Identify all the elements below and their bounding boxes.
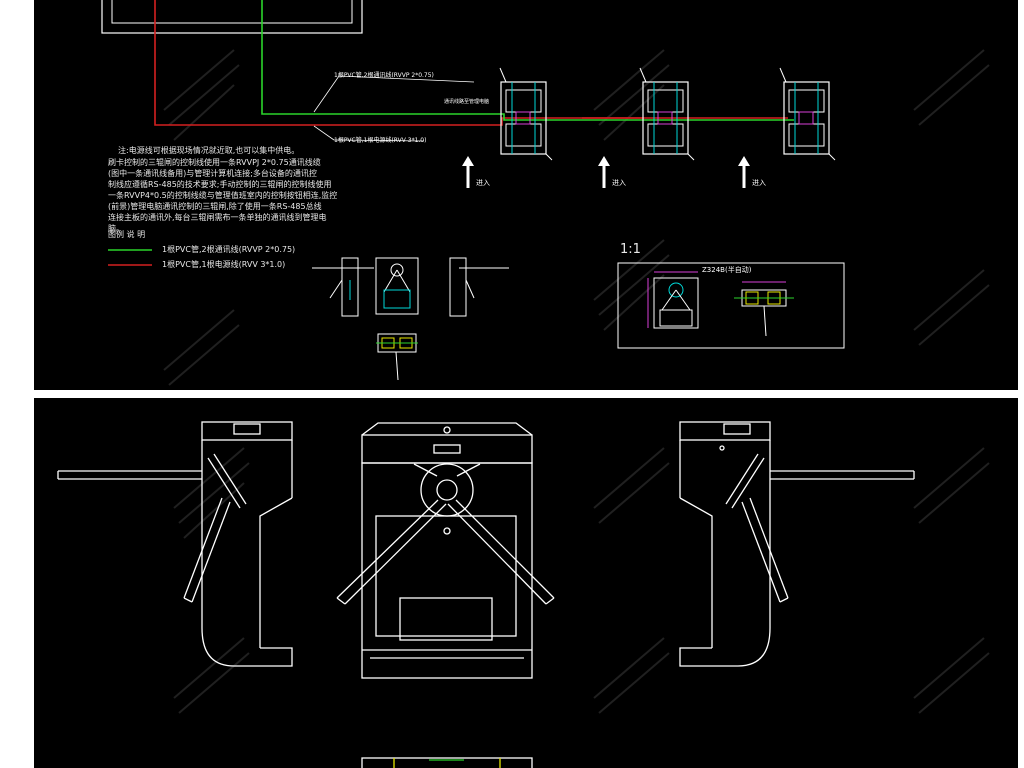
elevation-drawing <box>57 421 990 768</box>
wiring-layout-panel: 注:电源线可根据现场情况就近取,也可以集中供电。 刷卡控制的三辊闸的控制线使用一… <box>34 0 1018 390</box>
entry-label-3: 进入 <box>752 179 766 187</box>
entry-arrow-1 <box>462 156 474 188</box>
legend-title: 图例 说 明 <box>108 230 146 239</box>
watermark <box>173 447 990 714</box>
detail-title: Z324B(半自动) <box>702 266 752 274</box>
small-plan-view <box>376 333 418 381</box>
turnstile-plan-3 <box>779 67 836 161</box>
bottom-plan-partial <box>361 757 533 768</box>
power-line <box>154 0 644 126</box>
entry-label-1: 进入 <box>476 179 490 187</box>
small-side-view-right <box>449 257 509 317</box>
cable-label-upper: 1根PVC管,2根通讯线(RVVP 2*0.75) <box>334 72 434 79</box>
comm-line <box>261 0 794 121</box>
wiring-layout-drawing <box>101 0 990 386</box>
small-front-view <box>375 257 419 315</box>
legend-green-label: 1根PVC管,2根通讯线(RVVP 2*0.75) <box>162 245 296 254</box>
cable-label-small: 通讯线路至管理电脑 <box>444 99 490 105</box>
notes-heading: 注:电源线可根据现场情况就近取,也可以集中供电。 <box>118 146 300 155</box>
notes-body: 刷卡控制的三辊闸的控制线使用一条RVVPJ 2*0.75通讯线缆 (图中一条通讯… <box>108 158 338 233</box>
entry-label-2: 进入 <box>612 179 626 187</box>
cable-label-lower: 1根PVC管,1根电源线(RVV 3*1.0) <box>334 137 427 144</box>
small-side-view-left <box>312 257 374 317</box>
watermark <box>163 49 990 386</box>
detail-plan-view <box>734 281 794 337</box>
turnstile-plan-1 <box>499 67 553 161</box>
detail-box <box>617 262 845 349</box>
control-room-inner <box>111 0 353 24</box>
detail-scale: 1:1 <box>620 242 641 257</box>
control-room-box <box>101 0 363 34</box>
elevation-panel <box>34 398 1018 768</box>
right-side-elevation <box>679 421 915 667</box>
legend-red-label: 1根PVC管,1根电源线(RVV 3*1.0) <box>162 260 286 269</box>
entry-arrow-2 <box>598 156 610 188</box>
entry-arrow-3 <box>738 156 750 188</box>
detail-front-view <box>647 271 699 329</box>
left-side-elevation <box>57 421 293 667</box>
turnstile-plan-2 <box>639 67 695 161</box>
front-elevation <box>336 422 555 679</box>
